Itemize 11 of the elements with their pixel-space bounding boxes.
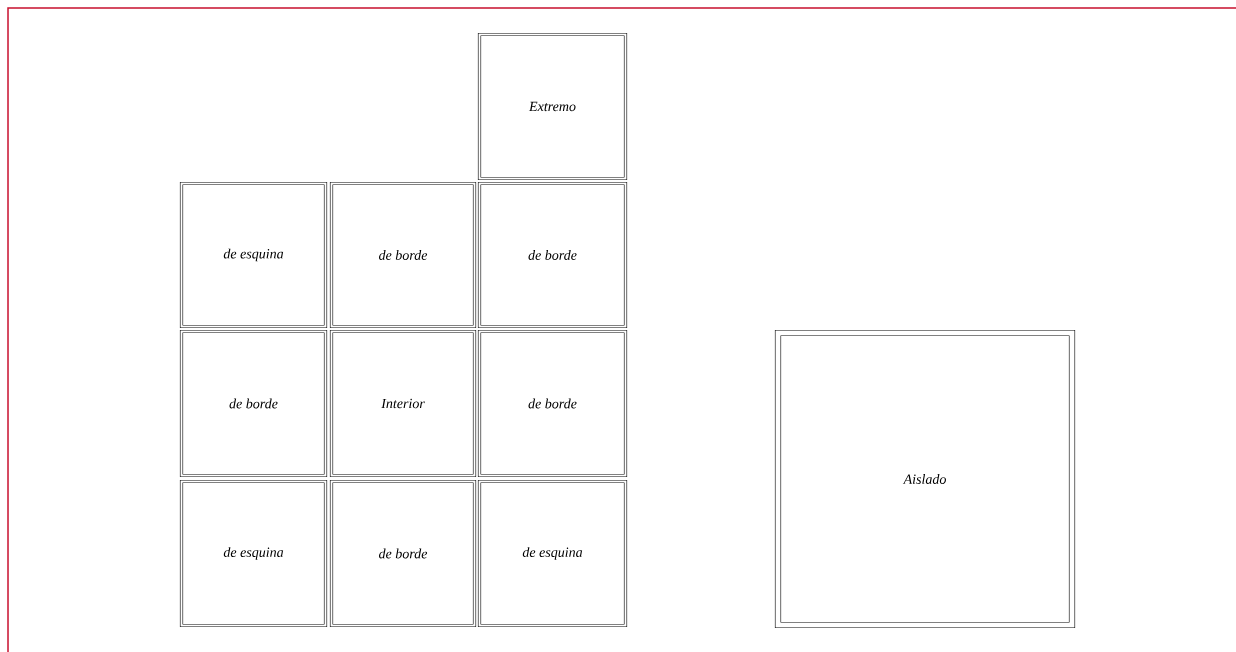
cell-box: Aislado: [774, 329, 1076, 629]
cell-box: de borde: [179, 329, 328, 478]
cell-box: de borde: [329, 479, 477, 628]
cell-box: de esquina: [179, 181, 328, 329]
cell-box: de esquina: [179, 479, 328, 628]
cell-box: de borde: [477, 181, 628, 329]
cell-box: Interior: [329, 329, 477, 478]
cell-box: Extremo: [477, 32, 628, 181]
cell-box: de esquina: [477, 479, 628, 628]
cell-box: de borde: [477, 329, 628, 478]
cell-box: de borde: [329, 181, 477, 329]
